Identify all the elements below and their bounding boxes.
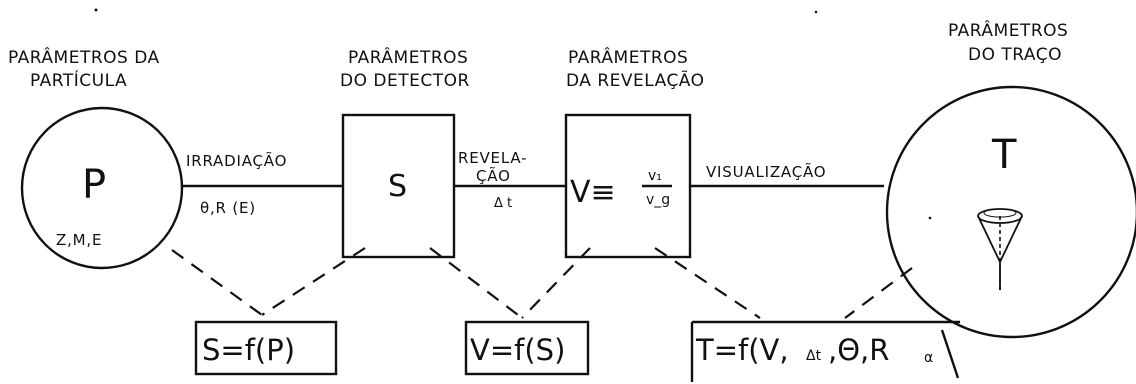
formula-1: S=f(P)	[202, 333, 295, 367]
node-particle: P Z,M,E	[22, 108, 182, 268]
revelation-denominator: v_g	[646, 192, 670, 208]
edge-irradiation-sub: θ,R (E)	[200, 199, 256, 217]
edge-irradiation: IRRADIAÇÃO θ,R (E)	[186, 151, 287, 217]
header-particle: PARÂMETROS DA PARTÍCULA	[8, 46, 160, 91]
header-trace-line2: DO TRAÇO	[968, 45, 1062, 65]
dash-detector-f2	[430, 248, 522, 318]
speck	[815, 11, 818, 14]
header-revelation: PARÂMETROS DA REVELAÇÃO	[566, 46, 705, 91]
edge-visualization-label: VISUALIZAÇÃO	[706, 162, 826, 181]
dash-particle-f1	[172, 250, 262, 315]
revelation-numerator: v₁	[648, 168, 662, 184]
trace-symbol: T	[991, 132, 1017, 178]
dash-trace-f3	[845, 268, 912, 318]
header-detector: PARÂMETROS DO DETECTOR	[340, 46, 470, 91]
node-detector: S	[343, 115, 454, 257]
speck	[929, 217, 932, 220]
header-revelation-line2: DA REVELAÇÃO	[566, 69, 705, 91]
edge-revelation: REVELA- ÇÃO Δ t	[458, 149, 527, 211]
header-particle-line1: PARÂMETROS DA	[8, 46, 160, 68]
trace-circle	[887, 87, 1136, 337]
formula-3-alpha: α	[924, 350, 933, 366]
header-revelation-line1: PARÂMETROS	[568, 46, 688, 68]
dash-revelation-f2	[522, 248, 590, 318]
node-revelation: V≡ v₁ v_g	[566, 115, 690, 257]
node-trace: T	[887, 87, 1136, 337]
header-trace-line1: PARÂMETROS	[948, 19, 1068, 41]
header-trace: PARÂMETROS DO TRAÇO	[948, 19, 1068, 65]
formula-3-suffix: ,Θ,R	[828, 333, 889, 367]
edge-revelation-label-line1: REVELA-	[458, 149, 527, 167]
formula-2: V=f(S)	[470, 333, 565, 367]
edge-revelation-sub: Δ t	[494, 196, 512, 211]
cone-icon	[978, 209, 1022, 290]
speck	[95, 9, 98, 12]
header-detector-line1: PARÂMETROS	[348, 46, 468, 68]
formula-3-prefix: T=f(V,	[695, 333, 789, 367]
particle-symbol: P	[82, 162, 106, 208]
header-particle-line2: PARTÍCULA	[30, 69, 127, 91]
particle-params: Z,M,E	[56, 231, 102, 249]
formula-box-3: T=f(V, Δt ,Θ,R α	[692, 322, 960, 382]
dash-revelation-f3	[655, 248, 760, 318]
header-detector-line2: DO DETECTOR	[340, 71, 470, 91]
formula-box-2: V=f(S)	[466, 322, 588, 374]
dashed-links	[172, 248, 912, 318]
detector-symbol: S	[388, 169, 407, 204]
formula-3-paren	[942, 330, 958, 378]
revelation-symbol: V≡	[570, 175, 616, 210]
formula-3-small: Δt	[806, 348, 822, 364]
formula-box-1: S=f(P)	[196, 322, 336, 374]
edge-revelation-label-line2: ÇÃO	[476, 166, 511, 185]
edge-visualization: VISUALIZAÇÃO	[706, 162, 826, 181]
edge-irradiation-label: IRRADIAÇÃO	[186, 151, 287, 170]
